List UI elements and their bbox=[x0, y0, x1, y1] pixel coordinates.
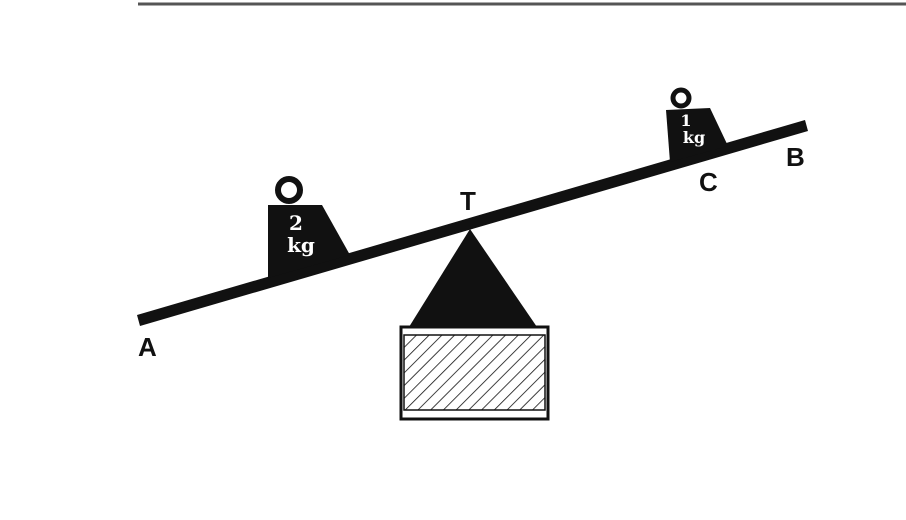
weight-ring bbox=[275, 176, 303, 204]
weight-body bbox=[268, 205, 350, 278]
label-c: C bbox=[699, 167, 718, 197]
label-a: A bbox=[138, 332, 157, 362]
support-base bbox=[399, 325, 550, 421]
weight-unit: kg bbox=[683, 128, 705, 147]
label-t: T bbox=[460, 186, 476, 216]
label-b: B bbox=[786, 142, 805, 172]
weight-value: 2 bbox=[289, 211, 303, 235]
weight-value: 1 bbox=[680, 111, 691, 130]
weight-2kg: 2 kg bbox=[268, 176, 350, 278]
fulcrum bbox=[409, 229, 537, 327]
lever-beam bbox=[137, 120, 808, 326]
weight-body bbox=[666, 108, 728, 162]
weight-ring bbox=[670, 87, 692, 109]
weight-1kg: 1 kg bbox=[666, 87, 728, 162]
weight-unit: kg bbox=[287, 233, 315, 257]
